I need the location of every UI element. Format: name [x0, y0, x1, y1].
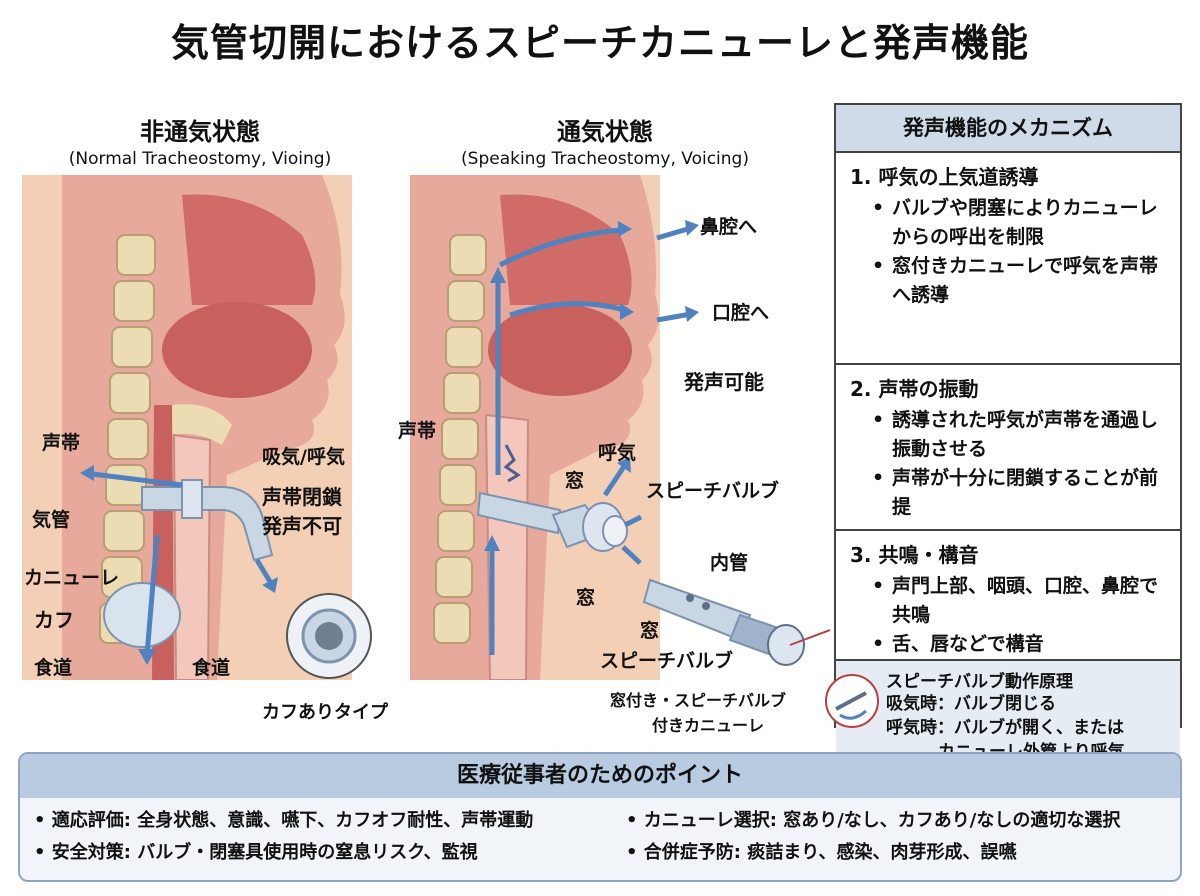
point-item: • 安全対策: バルブ・閉塞具使用時の窒息リスク、監視	[34, 842, 478, 863]
label-vocal-cords-middle: 声帯	[398, 420, 437, 442]
valve-principle-inhale: 吸気時：バルブ閉じる	[886, 694, 1056, 714]
middle-panel-title: 通気状態	[557, 118, 653, 146]
left-panel-subtitle: (Normal Tracheostomy, Vioing)	[68, 149, 332, 169]
middle-vocal-cords	[503, 444, 521, 483]
mechanism-bullet: 誘導された呼気が声帯を通過し振動させる	[872, 406, 1168, 464]
label-esophagus-left-b: 食道	[192, 657, 231, 679]
middle-spine	[433, 234, 487, 644]
middle-panel-header: 通気状態 (Speaking Tracheostomy, Voicing)	[410, 112, 800, 169]
valve-principle-exhale: 呼気時：バルブが開く、または	[886, 718, 1124, 738]
label-inner-tube: 内管	[710, 552, 749, 574]
label-window-top: 窓	[565, 470, 585, 492]
left-hyoid	[172, 404, 232, 445]
mechanism-panel: 発声機能のメカニズム 1. 呼気の上気道誘導 バルブや閉塞によりカニューレからの…	[825, 103, 1182, 778]
label-to-nasal: 鼻腔へ	[700, 216, 758, 238]
mechanism-heading-2: 2. 声帯の振動	[850, 377, 979, 401]
label-to-oral: 口腔へ	[712, 302, 770, 324]
label-window-detail: 窓	[640, 620, 660, 642]
left-nasal-cavity	[182, 194, 316, 305]
middle-nasal-cavity	[500, 194, 632, 305]
left-airflow-arrows	[83, 470, 275, 656]
label-caption-line2: 付きカニューレ	[652, 716, 765, 735]
staff-points-title: 医療従事者のためのポイント	[20, 754, 1180, 798]
left-panel-header: 非通気状態 (Normal Tracheostomy, Vioing)	[20, 112, 380, 169]
label-exhale: 呼気	[598, 442, 637, 464]
label-closure-line1: 声帯閉鎖	[262, 485, 342, 509]
mechanism-bullet: 声帯が十分に閉鎖することが前提	[872, 464, 1168, 522]
point-item: • カニューレ選択: 窓あり/なし、カフあり/なしの適切な選択	[626, 810, 1121, 831]
mechanism-bullet: バルブや閉塞によりカニューレからの呼出を制限	[872, 194, 1168, 252]
left-trachea	[172, 433, 212, 680]
label-window-bottom: 窓	[576, 587, 596, 609]
mechanism-section-1: 1. 呼気の上気道誘導 バルブや閉塞によりカニューレからの呼出を制限 窓付きカニ…	[836, 153, 1180, 365]
speech-valve-assembly	[551, 457, 643, 565]
mechanism-section-2: 2. 声帯の振動 誘導された呼気が声帯を通過し振動させる 声帯が十分に閉鎖するこ…	[836, 365, 1180, 531]
middle-airflow-arrows	[489, 227, 626, 655]
point-item: • 合併症予防: 痰詰まり、感染、肉芽形成、誤嚥	[626, 842, 1017, 863]
staff-points-panel: 医療従事者のためのポイント • 適応評価: 全身状態、意識、嚥下、カフオフ耐性、…	[18, 752, 1182, 882]
label-speech-valve: スピーチバルブ	[646, 480, 780, 502]
label-vocal-cords-left: 声帯	[42, 432, 81, 454]
mechanism-heading-1: 1. 呼気の上気道誘導	[850, 165, 1039, 189]
label-cuff-type: カフありタイプ	[262, 702, 388, 723]
middle-tongue	[488, 304, 632, 396]
mechanism-title: 発声機能のメカニズム	[836, 105, 1180, 153]
label-cannula-left: カニューレ	[24, 567, 120, 589]
label-closure-line2: 発声不可	[262, 514, 342, 538]
label-breath-left: 吸気/呼気	[262, 446, 345, 468]
middle-panel-subtitle: (Speaking Tracheostomy, Voicing)	[461, 149, 749, 169]
label-voicing-possible: 発声可能	[684, 370, 764, 394]
label-caption-line1: 窓付き・スピーチバルブ	[610, 691, 787, 710]
left-anatomy-illustration	[22, 175, 352, 680]
mechanism-section-3: 3. 共鳴・構音 声門上部、咽頭、口腔、鼻腔で共鳴 舌、唇などで構音	[836, 531, 1180, 661]
mechanism-bullet: 声門上部、咽頭、口腔、鼻腔で共鳴	[872, 572, 1168, 630]
label-speech-valve-detail: スピーチバルブ	[600, 650, 734, 672]
mechanism-bullet: 窓付きカニューレで呼気を声帯へ誘導	[872, 252, 1168, 310]
label-cuff-left: カフ	[34, 608, 74, 632]
left-cannula	[141, 486, 274, 562]
mechanism-heading-3: 3. 共鳴・構音	[850, 543, 979, 567]
valve-flap-icon	[825, 674, 879, 728]
mechanism-bullet: 舌、唇などで構音	[872, 630, 1168, 659]
middle-anatomy-illustration	[410, 175, 660, 680]
cuff-type-detail-icon	[286, 593, 372, 679]
middle-exit-arrows	[656, 220, 699, 323]
label-esophagus-left-a: 食道	[34, 657, 73, 679]
middle-cannula	[476, 491, 562, 535]
page-title: 気管切開におけるスピーチカニューレと発声機能	[170, 21, 1029, 65]
point-item: • 適応評価: 全身状態、意識、嚥下、カフオフ耐性、声帯運動	[34, 810, 534, 831]
label-trachea-left: 気管	[32, 509, 71, 531]
middle-trachea	[484, 413, 530, 680]
inner-tube-detail	[642, 578, 830, 666]
valve-principle-title: スピーチバルブ動作原理	[886, 672, 1073, 692]
left-cuff	[103, 582, 181, 648]
left-panel-title: 非通気状態	[140, 118, 260, 146]
left-tongue	[162, 302, 312, 398]
